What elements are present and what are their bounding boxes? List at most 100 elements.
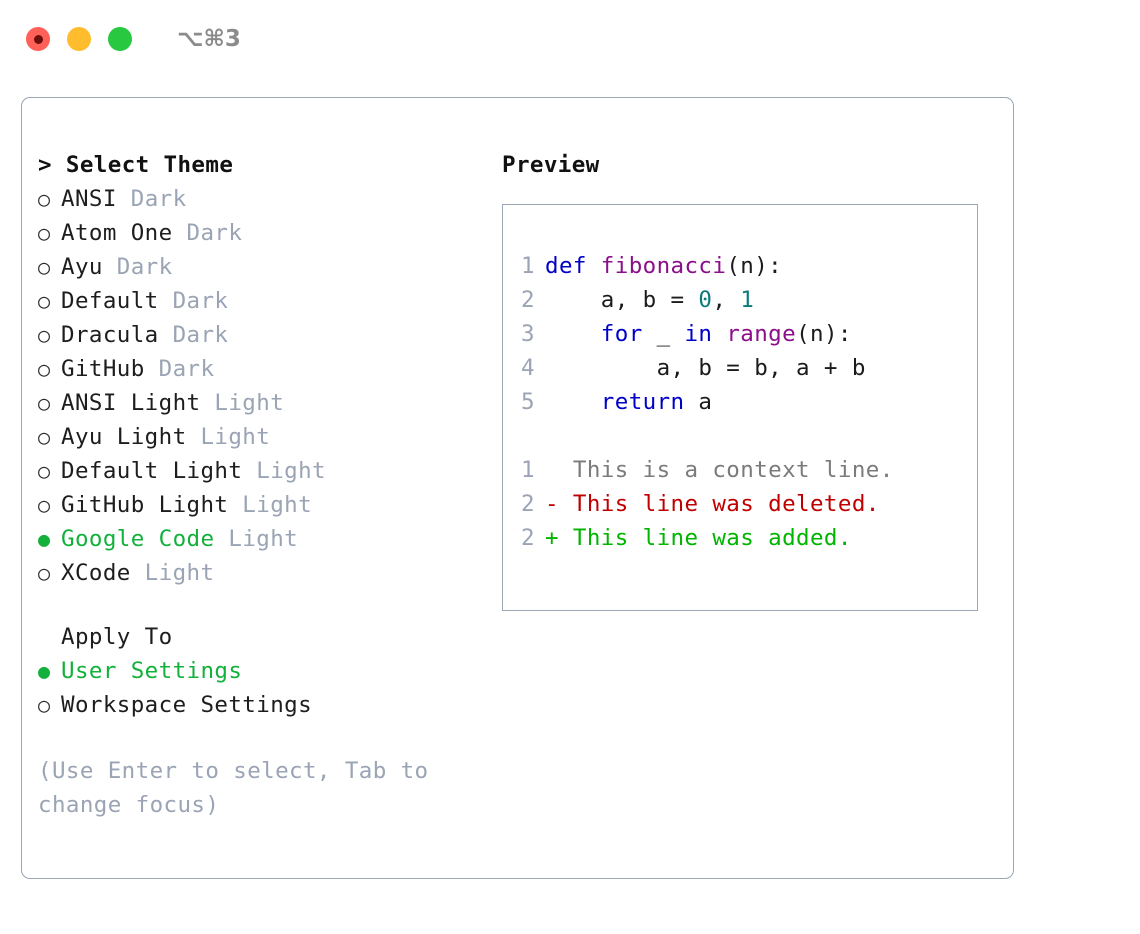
diff-line-text: This is a context line. xyxy=(558,457,894,483)
code-token-pl xyxy=(712,321,726,347)
theme-option-list: ○ ANSI Dark ○ Atom One Dark ○ Ayu Dark ○ Defaul… xyxy=(38,182,502,590)
code-line-text: def fibonacci(n): xyxy=(545,249,782,283)
apply-to-option-label: Workspace Settings xyxy=(61,692,313,718)
theme-option-default-light[interactable]: ○Default Light Light xyxy=(38,454,502,488)
preview-heading: Preview xyxy=(502,152,600,178)
theme-option-label: Default xyxy=(61,288,159,314)
code-line: 4 a, b = b, a + b xyxy=(515,351,977,385)
radio-selected-icon[interactable]: ● xyxy=(38,659,51,683)
prompt-caret: > xyxy=(38,152,66,178)
radio-unselected-icon[interactable]: ○ xyxy=(38,357,51,381)
code-line-text: return a xyxy=(545,385,712,419)
theme-option-github[interactable]: ○ GitHub Dark xyxy=(38,352,502,386)
code-token-kw: for xyxy=(600,321,643,347)
radio-unselected-icon[interactable]: ○ xyxy=(38,693,51,717)
theme-picker-panel: > Select Theme ○ANSI Dark○Atom One Dark○… xyxy=(22,98,502,878)
radio-unselected-icon[interactable]: ○ xyxy=(38,459,51,483)
line-number: 2 xyxy=(521,491,535,517)
theme-variant-tag: Dark xyxy=(144,356,215,382)
theme-option-ansi[interactable]: ○ ANSI Dark xyxy=(38,182,502,216)
theme-option-label: Ayu xyxy=(61,254,103,280)
diff-line: 2+ This line was added. xyxy=(515,521,977,555)
theme-variant-tag: Dark xyxy=(158,288,229,314)
keyboard-shortcut-label: ⌥⌘3 xyxy=(177,25,241,52)
radio-unselected-icon[interactable]: ○ xyxy=(38,289,51,313)
code-token-kw: return xyxy=(600,389,685,415)
line-number: 3 xyxy=(521,321,535,347)
select-theme-heading: > Select Theme xyxy=(38,148,502,182)
theme-option-label: Atom One xyxy=(61,220,173,246)
code-token-pl: a xyxy=(684,389,713,415)
radio-selected-icon[interactable]: ● xyxy=(38,527,51,551)
radio-unselected-icon[interactable]: ○ xyxy=(38,493,51,517)
theme-option-ayu[interactable]: ○Ayu Dark xyxy=(38,250,502,284)
theme-variant-tag: Light xyxy=(214,526,299,552)
code-token-pl: a, b = xyxy=(545,287,699,313)
select-theme-title: Select Theme xyxy=(65,152,234,178)
theme-option-ayu-light[interactable]: ○Ayu Light Light xyxy=(38,420,502,454)
line-number: 2 xyxy=(521,525,535,551)
theme-option-label: Dracula xyxy=(61,322,159,348)
code-line-text: for _ in range(n): xyxy=(545,317,852,351)
theme-option-label: Ayu Light xyxy=(61,424,187,450)
code-token-num: 0 xyxy=(698,287,713,313)
apply-to-option-label: User Settings xyxy=(61,658,243,684)
radio-unselected-icon[interactable]: ○ xyxy=(38,391,51,415)
theme-option-label: ANSI xyxy=(61,186,117,212)
diff-line-text: This line was deleted. xyxy=(558,491,880,517)
theme-option-dracula[interactable]: ○Dracula Dark xyxy=(38,318,502,352)
code-line: 3 for _ in range(n): xyxy=(515,317,977,351)
code-token-pl xyxy=(587,253,601,279)
title-bar: ⌥⌘3 xyxy=(0,0,1140,78)
apply-to-option-user-settings[interactable]: ● User Settings xyxy=(38,654,502,688)
line-number: 1 xyxy=(521,457,535,483)
code-diff-spacer xyxy=(515,419,977,453)
maximize-button[interactable] xyxy=(108,27,132,51)
theme-option-label: GitHub xyxy=(61,356,145,382)
theme-option-default[interactable]: ○ Default Dark xyxy=(38,284,502,318)
code-token-kw: def xyxy=(545,253,587,279)
radio-unselected-icon[interactable]: ○ xyxy=(38,221,51,245)
code-token-pl: a, b = b, a + b xyxy=(545,355,866,381)
code-token-pl xyxy=(545,321,601,347)
code-token-pl: , xyxy=(712,287,741,313)
theme-option-label: Google Code xyxy=(61,526,215,552)
apply-to-option-list: ● User Settings ○ Workspace Settings xyxy=(38,654,502,722)
keyboard-hint-text: (Use Enter to select, Tab to change focu… xyxy=(38,758,429,818)
code-token-fn: fibonacci xyxy=(600,253,727,279)
diff-line: 1 This is a context line. xyxy=(515,453,977,487)
theme-option-label: Default Light xyxy=(61,458,243,484)
radio-unselected-icon[interactable]: ○ xyxy=(38,323,51,347)
theme-option-label: ANSI Light xyxy=(61,390,201,416)
radio-unselected-icon[interactable]: ○ xyxy=(38,187,51,211)
theme-option-ansi-light[interactable]: ○ ANSI Light Light xyxy=(38,386,502,420)
window-content: > Select Theme ○ANSI Dark○Atom One Dark○… xyxy=(22,98,1013,878)
line-number: 5 xyxy=(521,389,535,415)
theme-option-google-code[interactable]: ● Google Code Light xyxy=(38,522,502,556)
code-token-num: 1 xyxy=(740,287,755,313)
code-line-text: a, b = 0, 1 xyxy=(545,283,754,317)
theme-variant-tag: Dark xyxy=(116,186,187,212)
diff-marker-ctx xyxy=(545,453,559,487)
close-button[interactable] xyxy=(26,27,50,51)
radio-unselected-icon[interactable]: ○ xyxy=(38,425,51,449)
theme-variant-tag: Light xyxy=(200,390,285,416)
theme-option-xcode[interactable]: ○XCode Light xyxy=(38,556,502,590)
code-line: 2 a, b = 0, 1 xyxy=(515,283,977,317)
window-controls xyxy=(26,27,132,51)
radio-unselected-icon[interactable]: ○ xyxy=(38,561,51,585)
theme-option-atom-one[interactable]: ○Atom One Dark xyxy=(38,216,502,250)
apply-to-option-workspace-settings[interactable]: ○ Workspace Settings xyxy=(38,688,502,722)
apply-to-heading: Apply To xyxy=(61,624,173,650)
radio-unselected-icon[interactable]: ○ xyxy=(38,255,51,279)
theme-option-github-light[interactable]: ○GitHub Light Light xyxy=(38,488,502,522)
theme-variant-tag: Light xyxy=(130,560,215,586)
code-token-fn: range xyxy=(726,321,797,347)
minimize-button[interactable] xyxy=(67,27,91,51)
code-line-text: a, b = b, a + b xyxy=(545,351,866,385)
line-number: 4 xyxy=(521,355,535,381)
